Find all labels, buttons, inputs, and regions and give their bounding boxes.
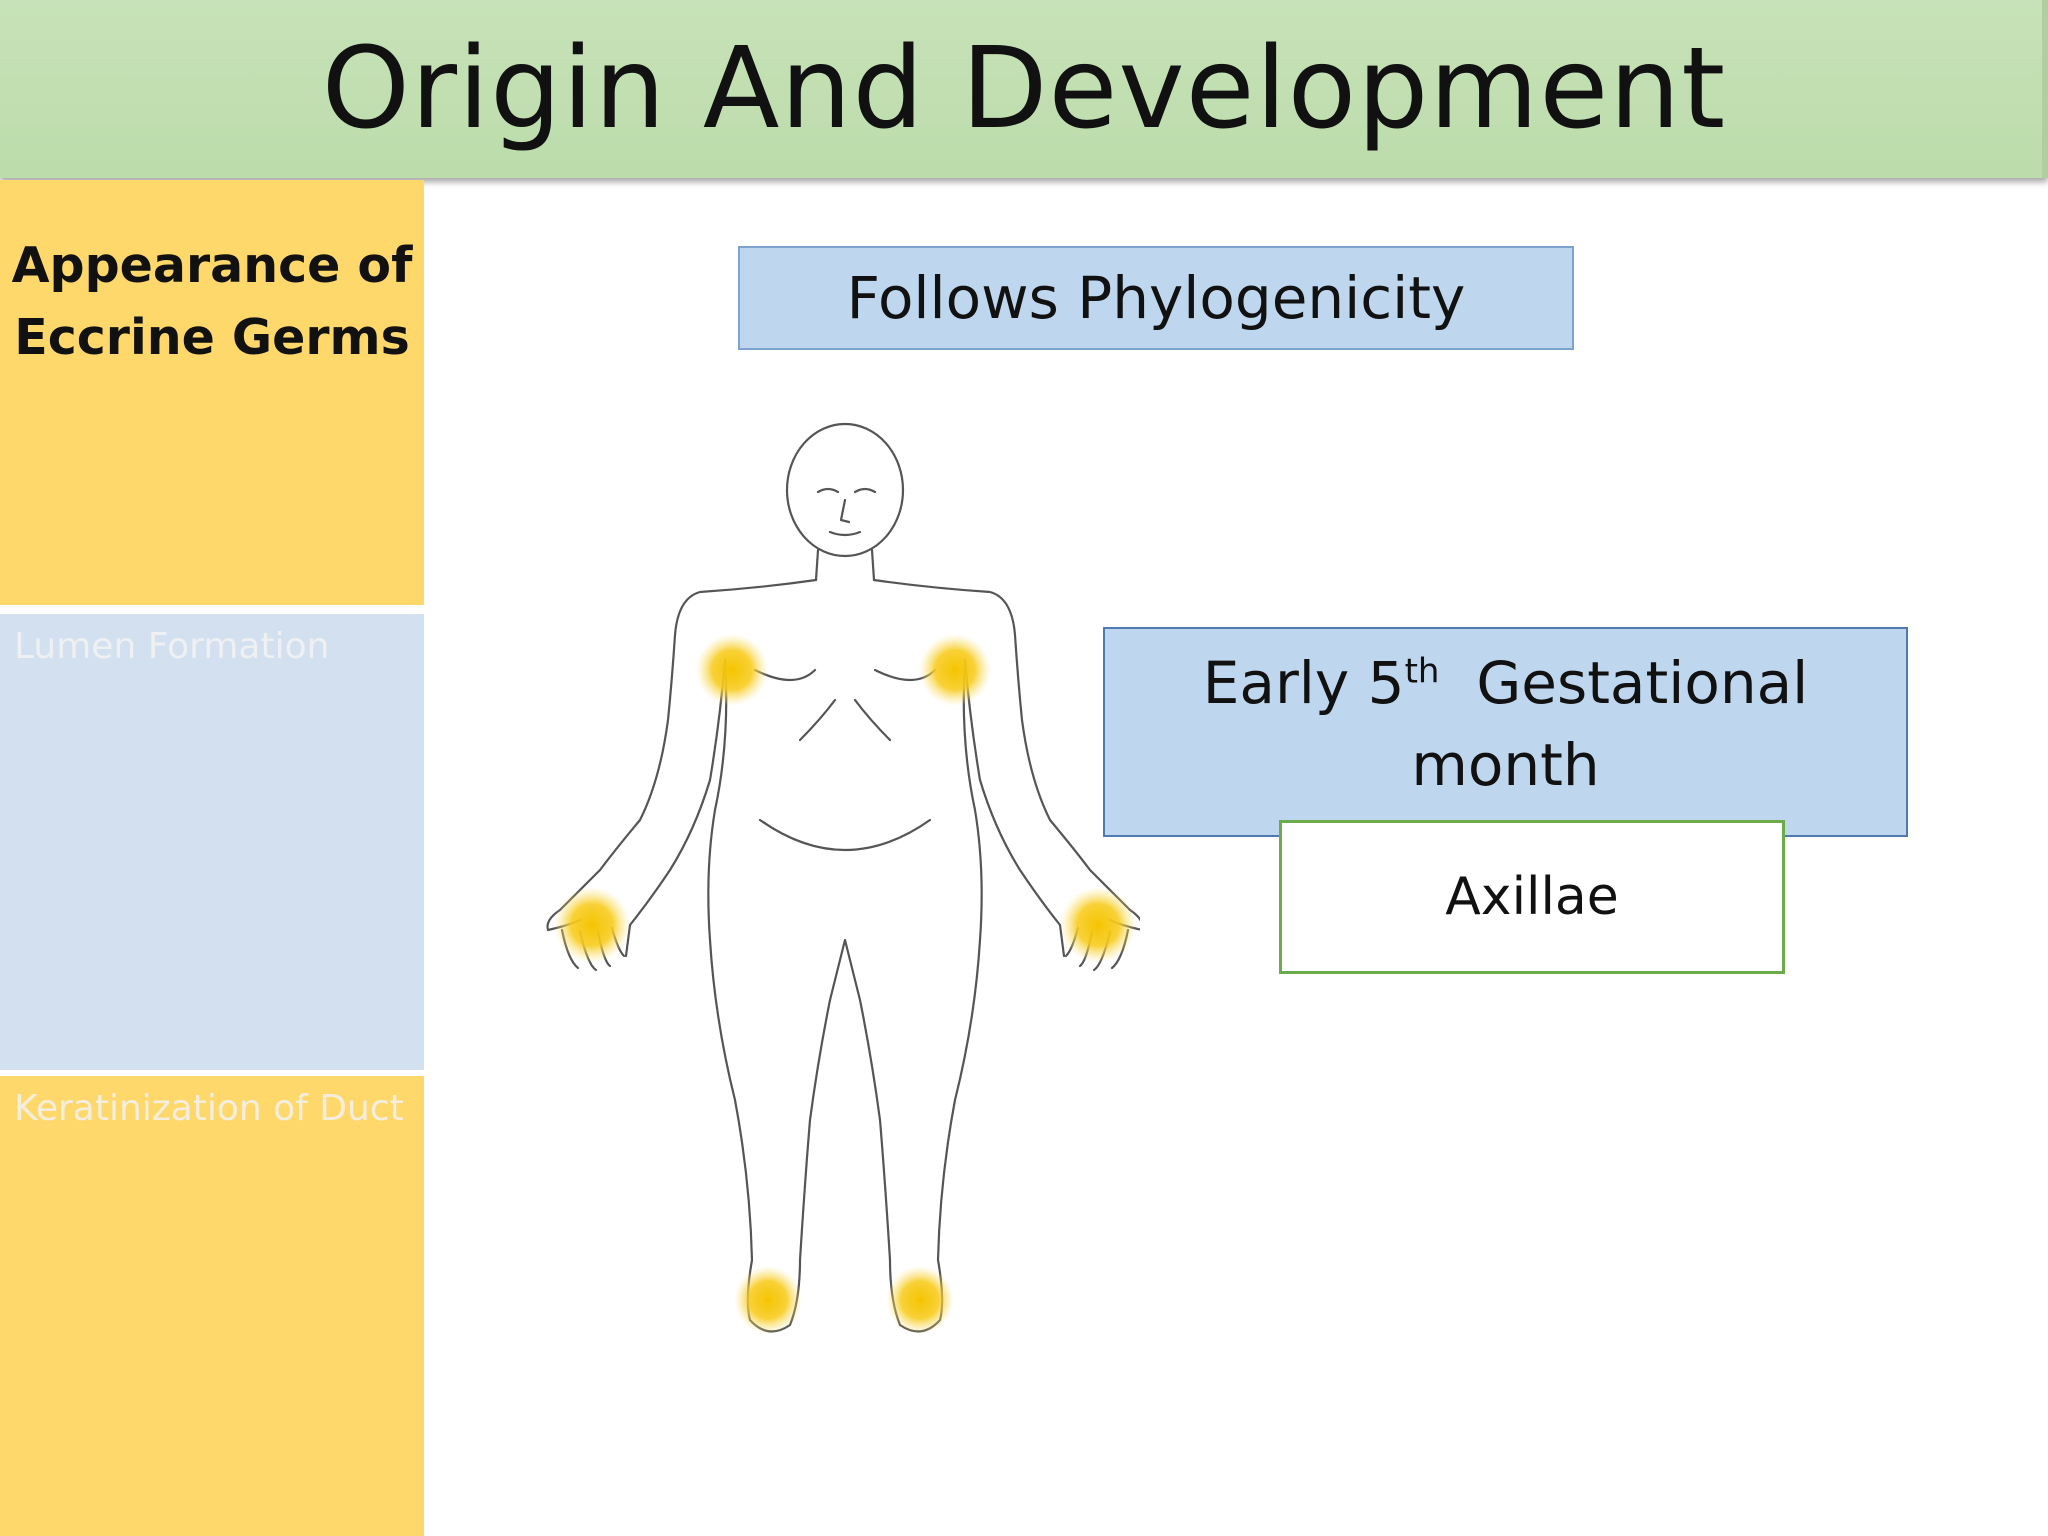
month-part2: Gestational <box>1476 649 1809 717</box>
axillae-box: Axillae <box>1279 820 1785 974</box>
side-panel-label: Keratinization of Duct <box>14 1088 404 1129</box>
side-panel-keratinization: Keratinization of Duct <box>0 1076 424 1536</box>
slide-title: Origin And Development <box>321 24 1727 154</box>
axillae-text: Axillae <box>1445 867 1619 927</box>
side-panel-label-line1: Appearance of <box>11 237 413 294</box>
highlight-left-axilla <box>696 634 768 706</box>
highlight-right-axilla <box>919 634 991 706</box>
gestational-month-box: Early 5th Gestational month <box>1103 627 1908 837</box>
title-bar <box>0 0 2048 178</box>
month-ordinal: th <box>1404 651 1440 692</box>
torso-outline <box>558 578 818 912</box>
phylogenicity-text: Follows Phylogenicity <box>846 264 1466 332</box>
highlight-left-foot <box>734 1266 802 1334</box>
body-outline-figure <box>546 422 1140 1334</box>
month-part1: Early 5 <box>1202 649 1405 717</box>
side-panel-label: Appearance of Eccrine Germs <box>0 230 424 374</box>
side-panel-label: Lumen Formation <box>14 626 330 667</box>
phylogenicity-box: Follows Phylogenicity <box>738 246 1574 350</box>
highlight-right-foot <box>886 1266 954 1334</box>
side-panel-lumen-formation: Lumen Formation <box>0 614 424 1070</box>
highlight-left-hand <box>554 887 630 963</box>
highlight-right-hand <box>1060 887 1136 963</box>
month-line2: month <box>1411 731 1600 799</box>
side-panel-label-line2: Eccrine Germs <box>14 309 410 366</box>
legs-outline <box>707 658 832 1333</box>
head-outline <box>785 422 905 558</box>
gestational-month-text: Early 5th Gestational month <box>1203 642 1808 806</box>
side-panel-eccrine-germs: Appearance of Eccrine Germs <box>0 180 424 605</box>
